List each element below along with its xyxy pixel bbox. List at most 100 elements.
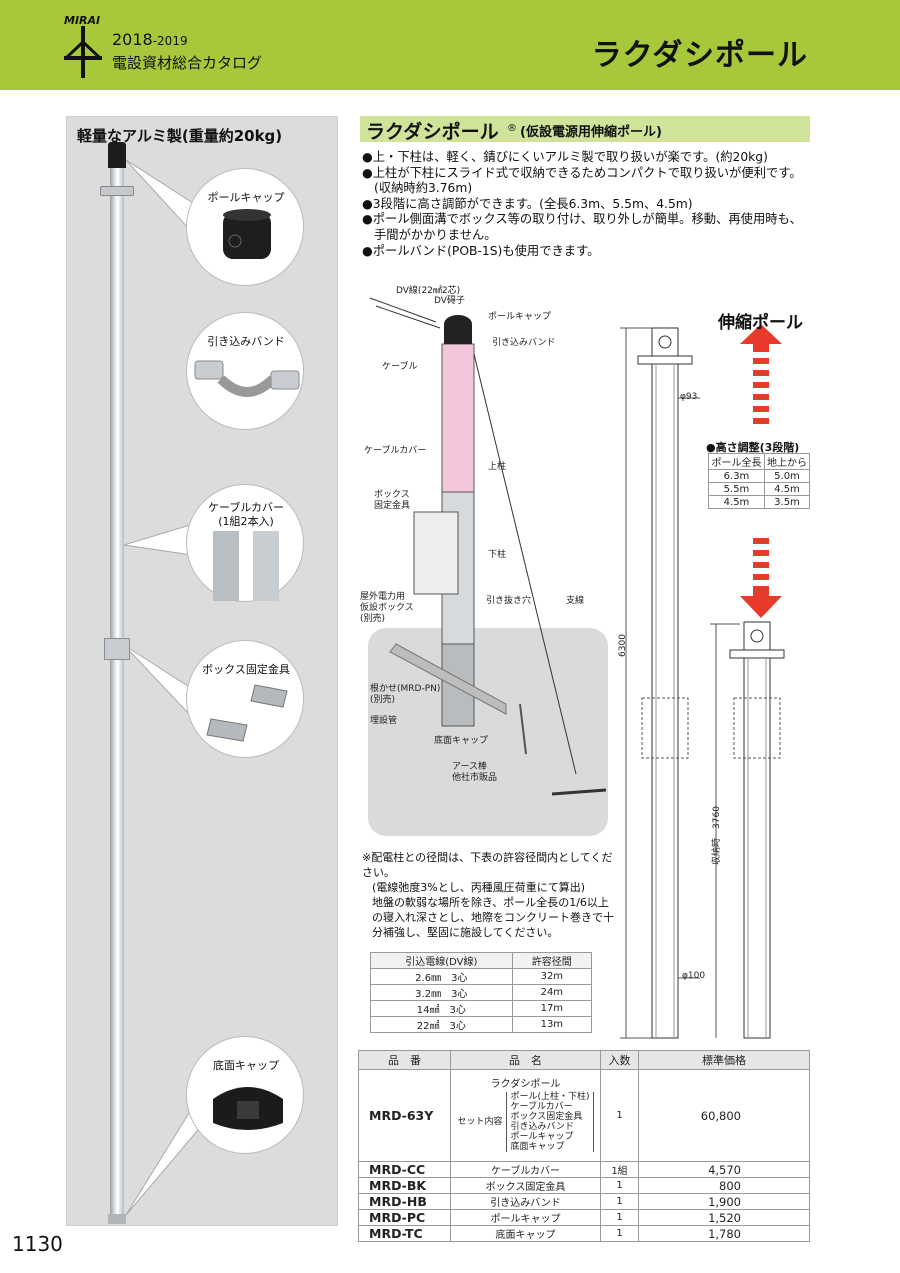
callout-bottom-cap: 底面キャップ — [186, 1036, 304, 1154]
product-name-cell: ポールキャップ — [450, 1209, 601, 1226]
product-price: 1,900 — [638, 1193, 810, 1210]
table-cell: 2.6㎜ 3心 — [370, 968, 513, 985]
product-price: 60,800 — [638, 1069, 810, 1162]
table-cell: 24m — [511, 984, 593, 1001]
product-qty: 1 — [600, 1209, 639, 1226]
feature-item: ●上柱が下柱にスライド式で収納できるためコンパクトで取り扱いが便利です。(収納時… — [362, 165, 802, 196]
table-cell: 4.5m — [763, 482, 811, 496]
table-cell: 17m — [511, 1000, 593, 1017]
label-buried-pipe: 埋設管 — [370, 716, 398, 726]
table-header: 許容径間 — [511, 952, 593, 969]
registered-mark: ® — [507, 123, 517, 134]
bottom-cap-icon — [213, 1087, 283, 1130]
product-name-cell: 底面キャップ — [450, 1225, 601, 1242]
pole-joint-photo — [104, 638, 130, 660]
pole-photo — [110, 150, 124, 1220]
logo-text: MIRAI — [64, 14, 101, 27]
product-code: MRD-CC — [358, 1161, 451, 1178]
table-header-row: 引込電線(DV線) 許容径間 — [370, 952, 593, 969]
product-name-cell: ケーブルカバー — [450, 1161, 601, 1178]
table-cell: 5.5m — [708, 482, 765, 496]
label-stay-wire: 支線 — [566, 596, 585, 606]
label-lower-pole: 下柱 — [488, 550, 507, 560]
label-pull-hole: 引き抜き穴 — [486, 596, 532, 606]
installation-drawing — [368, 297, 608, 836]
label-dv-wire: DV線(22㎟2芯) — [396, 286, 461, 296]
table-cell: 3.5m — [763, 495, 811, 509]
feature-item: ●3段階に高さ調節ができます。(全長6.3m、5.5m、4.5m) — [362, 196, 693, 211]
table-header: 標準価格 — [638, 1050, 810, 1070]
label-pole-cap: ポールキャップ — [488, 312, 552, 322]
set-item: 引き込みバンド — [510, 1121, 574, 1132]
table-row: MRD-CC ケーブルカバー 1組 4,570 — [358, 1161, 810, 1178]
note-line: (電線弛度3%とし、丙種風圧荷重にて算出) — [372, 881, 586, 894]
table-row: MRD-HB 引き込みバンド 1 1,900 — [358, 1193, 810, 1210]
feature-item: ●上・下柱は、軽く、錆びにくいアルミ製で取り扱いが楽です。(約20kg) — [362, 150, 768, 164]
note-line: ※配電柱との径間は、下表の許容径間内としてください。 — [362, 851, 613, 879]
mirai-logo-icon — [64, 26, 102, 78]
header-band: MIRAI 2018-2019 電設資材総合カタログ ラクダシポール — [0, 0, 900, 90]
product-price: 1,520 — [638, 1209, 810, 1226]
table-cell: 32m — [511, 968, 593, 985]
catalog-title: 電設資材総合カタログ — [112, 54, 263, 72]
table-row: MRD-BK ボックス固定金具 1 800 — [358, 1177, 810, 1194]
product-heading: ラクダシポール ® (仮設電源用伸縮ポール) — [360, 116, 810, 143]
product-qty: 1組 — [600, 1161, 639, 1178]
installation-diagram: DV線(22㎟2芯) DV碍子 ポールキャップ 引き込みバンド ケーブル ケーブ… — [356, 284, 616, 844]
product-name: ラクダシポール — [366, 121, 499, 143]
table-row: MRD-TC 底面キャップ 1 1,780 — [358, 1225, 810, 1242]
product-code: MRD-HB — [358, 1193, 451, 1210]
height-adjust-title: ●高さ調整(3段階) — [706, 441, 800, 454]
box-bracket-icon — [206, 684, 288, 742]
table-cell: 5.0m — [763, 469, 811, 483]
set-item: ポール(上柱・下柱) — [510, 1091, 590, 1102]
weight-title: 軽量なアルミ製(重量約20kg) — [77, 127, 283, 145]
table-header-row: 品 番 品 名 入数 標準価格 — [358, 1050, 810, 1070]
label-cable-cover: ケーブルカバー — [364, 446, 427, 456]
set-item: 底面キャップ — [510, 1141, 565, 1152]
table-header: 入数 — [600, 1050, 639, 1070]
label-cable: ケーブル — [382, 362, 418, 372]
callout-cable-cover: ケーブルカバー (1組2本入) — [186, 484, 304, 602]
set-label: セット内容 — [457, 1116, 503, 1127]
product-code: MRD-PC — [358, 1209, 451, 1226]
product-qty: 1 — [600, 1225, 639, 1242]
product-code: MRD-BK — [358, 1177, 451, 1194]
product-name-cell: ボックス固定金具 — [450, 1177, 601, 1194]
label-root-support: 根かせ(MRD-PN) (別売) — [370, 684, 441, 705]
label-total-length: 6300 — [617, 634, 628, 657]
product-qty: 1 — [600, 1069, 639, 1162]
set-item: ポールキャップ — [510, 1131, 574, 1142]
cable-cover-icon — [213, 531, 279, 601]
label-earth-rod: アース棒 他社市販品 — [452, 762, 498, 783]
table-cell: 22㎟ 3心 — [370, 1016, 513, 1033]
set-item: ケーブルカバー — [510, 1101, 573, 1112]
dimension-lines — [620, 324, 785, 1039]
label-lead-band: 引き込みバンド — [492, 338, 556, 348]
table-cell: 14㎟ 3心 — [370, 1000, 513, 1017]
table-row: MRD-PC ポールキャップ 1 1,520 — [358, 1209, 810, 1226]
label-bottom-cap: 底面キャップ — [434, 736, 489, 746]
product-name-cell: ラクダシポール セット内容 ポール(上柱・下柱) ケーブルカバー ボックス固定金… — [450, 1069, 601, 1162]
stretch-pole-title: 伸縮ポール — [718, 313, 803, 333]
lead-band-icon — [194, 360, 300, 397]
table-row: MRD-63Y ラクダシポール セット内容 ポール(上柱・下柱) ケーブルカバー… — [358, 1069, 810, 1162]
feature-item: ●ポールバンド(POB-1S)も使用できます。 — [362, 243, 600, 258]
table-cell: 6.3m — [708, 469, 765, 483]
table-header: 品 番 — [358, 1050, 451, 1070]
page-number: 1130 — [12, 1232, 63, 1256]
note-line: 地盤の軟弱な場所を除き、ポール全長の1/6以上の寝入れ深さとし、地際をコンクリー… — [372, 896, 614, 939]
catalog-year: 2018-2019 — [112, 30, 188, 49]
label-stored-length: 収納時 3760 — [711, 806, 722, 865]
span-note: ※配電柱との径間は、下表の許容径間内としてください。 (電線弛度3%とし、丙種風… — [362, 850, 614, 940]
product-price: 4,570 — [638, 1161, 810, 1178]
